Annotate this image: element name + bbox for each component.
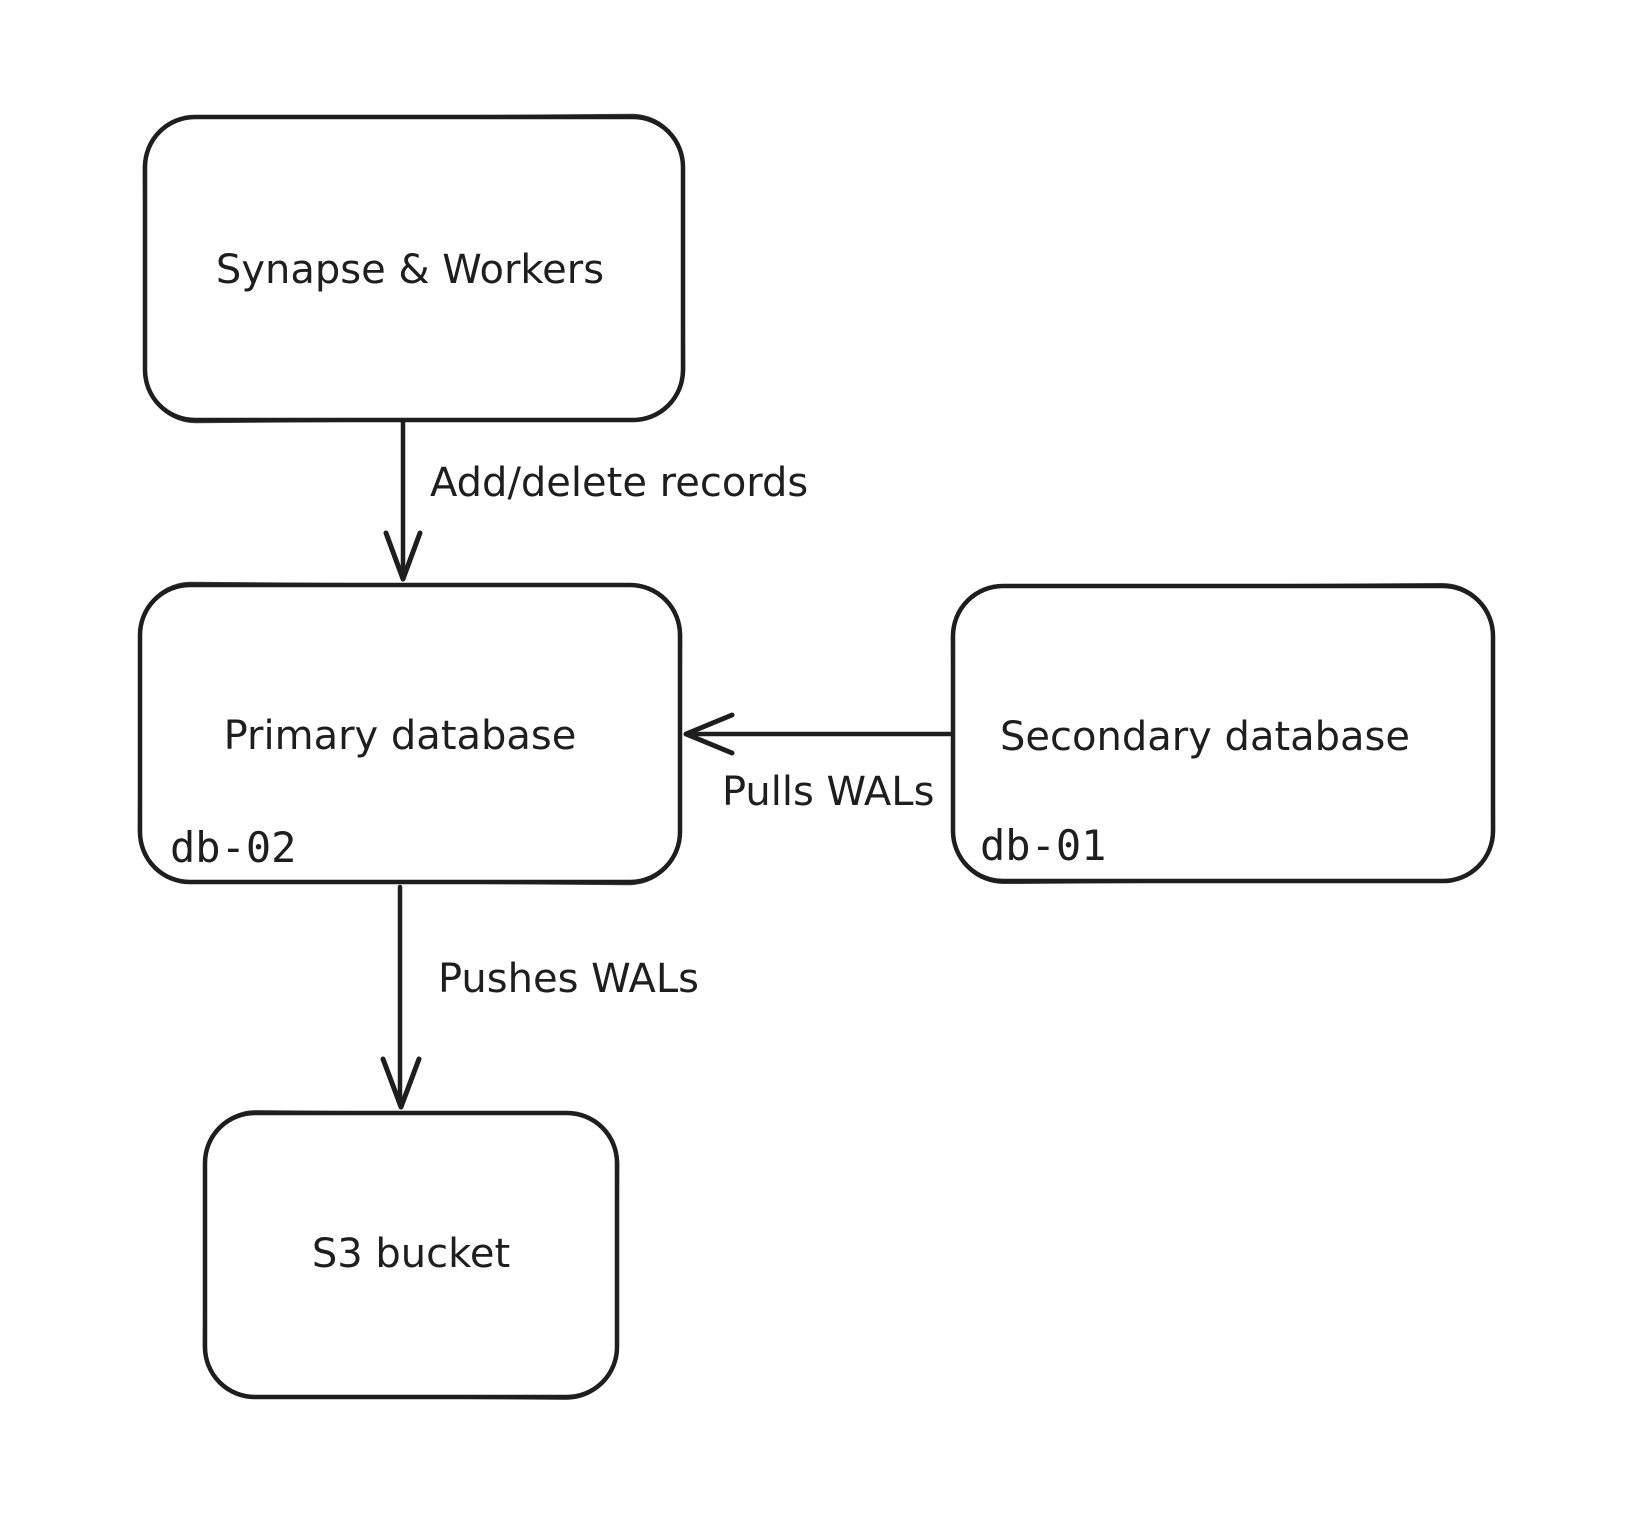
edge-pulls-wals[interactable]: Pulls WALs bbox=[683, 712, 953, 815]
edge-label: Pushes WALs bbox=[438, 956, 699, 1002]
node-box bbox=[142, 114, 686, 423]
node-secondary-database[interactable]: Secondary database db-01 bbox=[950, 582, 1496, 885]
edge-label: Pulls WALs bbox=[722, 769, 934, 815]
edge-arrowhead bbox=[683, 712, 735, 756]
node-box bbox=[137, 582, 683, 885]
node-box bbox=[202, 1110, 620, 1400]
node-label: Synapse & Workers bbox=[216, 247, 604, 293]
edge-label: Add/delete records bbox=[430, 460, 808, 506]
edge-add-delete-records[interactable]: Add/delete records bbox=[383, 419, 808, 582]
edge-pushes-wals[interactable]: Pushes WALs bbox=[380, 884, 699, 1110]
node-label: Secondary database bbox=[1000, 714, 1410, 760]
node-label: S3 bucket bbox=[312, 1231, 510, 1277]
edge-arrowhead bbox=[380, 1056, 422, 1110]
node-s3-bucket[interactable]: S3 bucket bbox=[202, 1110, 620, 1400]
node-synapse-workers[interactable]: Synapse & Workers bbox=[142, 113, 686, 424]
edge-arrowhead bbox=[383, 530, 423, 582]
node-label: Primary database bbox=[224, 713, 577, 759]
node-box bbox=[950, 583, 1496, 884]
node-primary-database[interactable]: Primary database db-02 bbox=[137, 581, 683, 886]
node-code-label: db-01 bbox=[980, 821, 1106, 870]
node-code-label: db-02 bbox=[170, 823, 296, 872]
